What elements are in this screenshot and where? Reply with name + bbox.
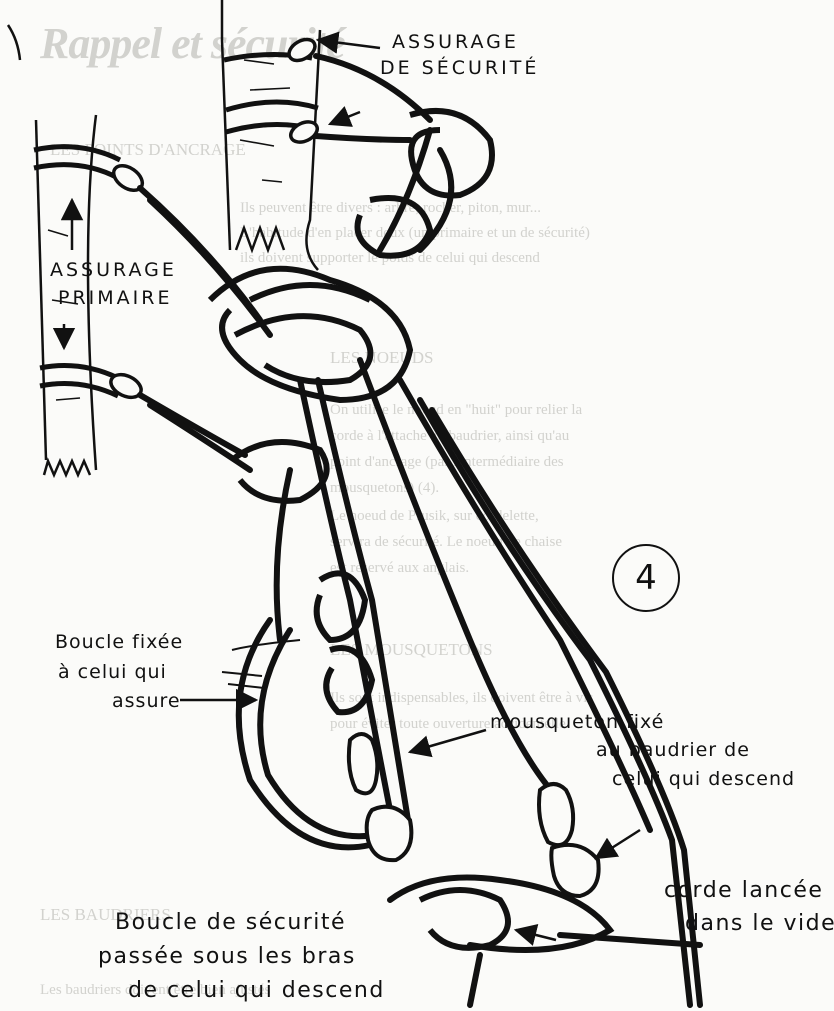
label-boucle-fixe: Boucle fixée <box>55 633 183 652</box>
label-mousqueton: mousqueton fixé <box>490 713 664 732</box>
tree-trunk-icon <box>8 25 96 475</box>
label-mousqueton: au baudrier de <box>596 741 750 760</box>
anchor-carabiner-icon <box>107 35 320 402</box>
label-corde-lancee: corde lancée <box>664 880 823 902</box>
label-assurage-securite: DE SÉCURITÉ <box>380 59 539 78</box>
label-boucle-securite: de celui qui descend <box>128 980 385 1002</box>
label-boucle-fixe: assure <box>112 692 181 711</box>
figure-eight-knot-icon <box>210 111 508 948</box>
label-mousqueton: celui qui descend <box>612 770 795 789</box>
label-assurage-primaire: PRIMAIRE <box>58 289 172 308</box>
label-boucle-securite: Boucle de sécurité <box>115 912 346 934</box>
label-assurage-securite: ASSURAGE <box>392 33 519 52</box>
label-boucle-fixe: à celui qui <box>58 663 167 682</box>
locking-carabiner-icon <box>349 734 599 896</box>
label-boucle-securite: passée sous les bras <box>98 946 356 968</box>
rope-strands <box>140 56 700 1005</box>
label-assurage-primaire: ASSURAGE <box>50 261 177 280</box>
figure-number: 4 <box>612 544 680 612</box>
label-corde-lancee: dans le vide <box>685 913 834 935</box>
